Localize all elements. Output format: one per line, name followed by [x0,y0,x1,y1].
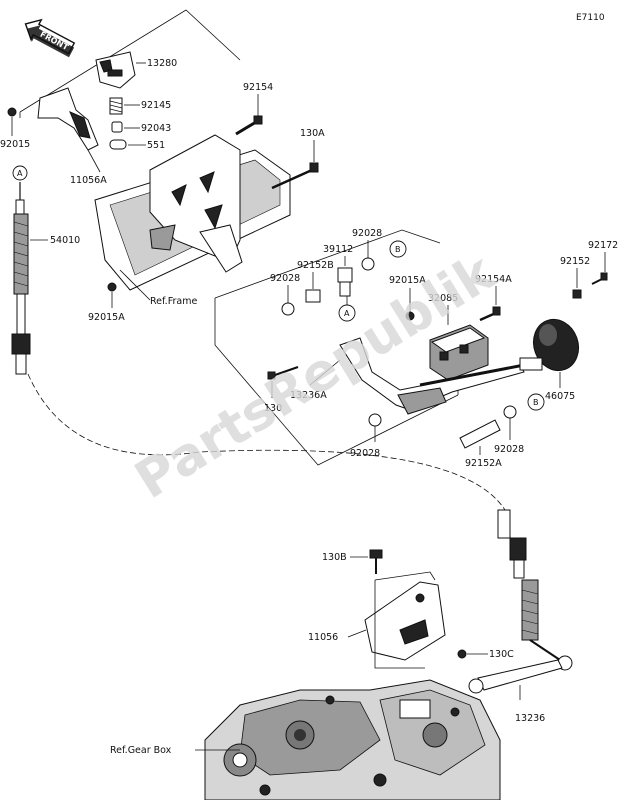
cable-route-dashed [27,373,506,511]
part-130C-bolt [457,649,467,659]
label-92172: 92172 [588,240,618,251]
part-92152A-shaft [459,419,501,449]
label-92152: 92152 [560,256,590,267]
label-54010: 54010 [50,235,80,246]
part-92154A-bolt [479,306,501,322]
part-130B-bolt [369,549,383,574]
label-92154A: 92154A [475,274,512,285]
mid-box-outline-top [214,229,441,299]
svg-text:B: B [533,398,539,407]
frame-body [94,134,291,291]
label-92015: 92015 [0,139,30,150]
part-92015-nut [7,107,17,117]
ref-gear-box: Ref.Gear Box [110,745,172,756]
part-54010-cable [11,182,31,375]
svg-text:A: A [17,169,23,178]
label-130A: 130A [300,128,325,139]
svg-text:B: B [395,245,401,254]
callout-b-top: B [389,240,407,258]
part-92043-pin [111,121,123,133]
part-92152-collar [572,289,582,299]
callout-b-right: B [527,393,545,411]
part-130A-bolt [271,162,319,190]
label-11056: 11056 [308,632,338,643]
svg-text:A: A [344,309,350,318]
lower-box-outline [374,580,425,669]
label-130: 130 [264,403,282,414]
diagram-code: E7110 [576,13,605,23]
part-551 [109,139,127,150]
part-13280-bracket [95,51,136,89]
mid-box-outline-bottom [214,298,459,466]
part-92152B-collar [305,289,321,303]
upper-box-outline [19,9,241,113]
label-39112: 39112 [323,244,353,255]
label-92145: 92145 [141,100,171,111]
part-92145-spring [109,97,123,115]
part-92154-bolt [235,115,263,136]
label-130C: 130C [489,649,514,660]
part-92028-right-bushing [503,405,517,419]
label-92015A-mid: 92015A [389,275,426,286]
part-46075-knob [532,318,580,372]
label-130B: 130B [322,552,347,563]
part-92172-screw [591,272,608,285]
callout-a-mid: A [338,304,356,322]
label-46075: 46075 [545,391,575,402]
part-92028-left-bushing [281,302,295,316]
label-92028-left: 92028 [270,273,300,284]
part-11056A-bracket [37,87,99,151]
gear-box [204,679,501,800]
label-92028-top: 92028 [352,228,382,239]
part-92015A-left-nut [107,282,117,292]
callout-a-top: A [12,165,28,181]
label-13236A: 13236A [290,390,327,401]
label-92152A: 92152A [465,458,502,469]
shift-lever-assembly [339,337,543,415]
part-92028-top-bushing [361,257,375,271]
label-32085: 32085 [428,293,458,304]
part-130-bolt [267,366,299,380]
part-13236-rod [468,659,563,694]
label-13236: 13236 [515,713,545,724]
label-92043: 92043 [141,123,171,134]
label-551: 551 [147,140,165,151]
label-92028-right: 92028 [494,444,524,455]
part-92028-bottom-bushing [368,413,382,427]
label-92028-bottom: 92028 [350,448,380,459]
front-arrow-icon: FRONT [24,18,76,58]
part-32085-block [429,324,489,381]
part-39112-joint [337,267,353,297]
label-92152B: 92152B [297,260,334,271]
label-92015A-left: 92015A [88,312,125,323]
part-11056-bracket [364,581,446,661]
label-11056A: 11056A [70,175,107,186]
lower-cable-end [497,509,573,671]
label-13280: 13280 [147,58,177,69]
label-92154: 92154 [243,82,273,93]
ref-frame: Ref.Frame [150,296,197,307]
